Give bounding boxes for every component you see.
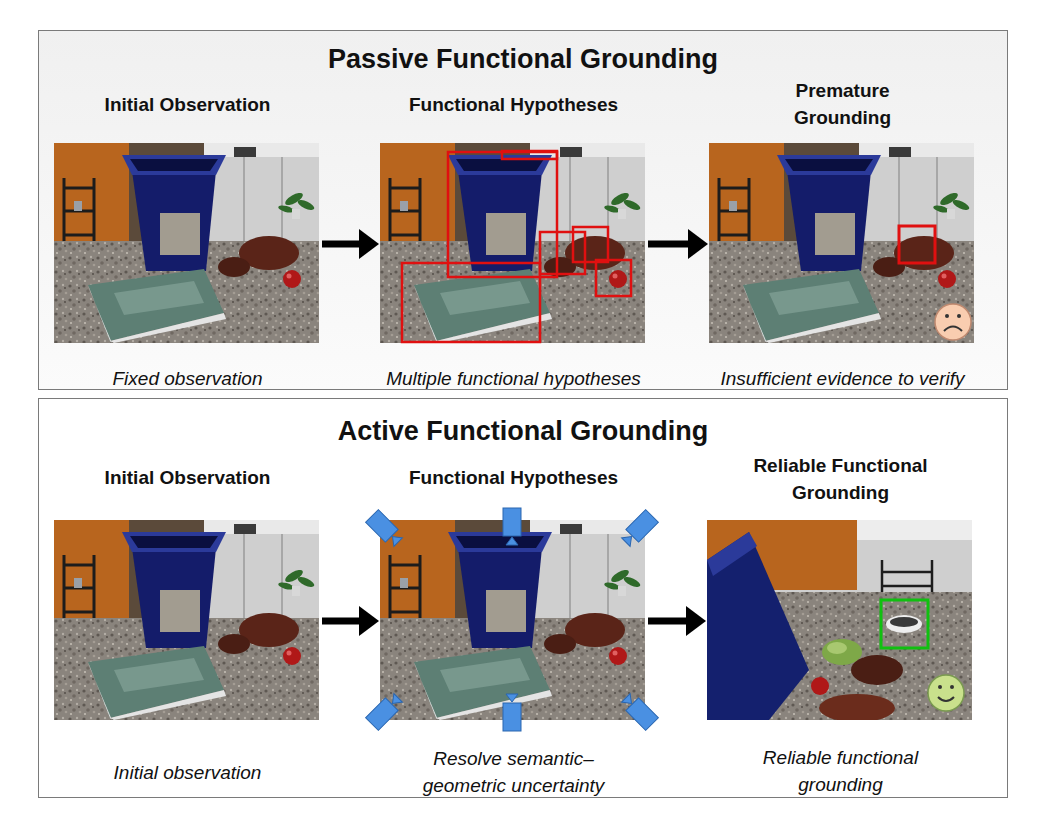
arrow-shaft — [322, 241, 359, 248]
image-frame: Functional HypothesesMultiple functional… — [381, 144, 646, 344]
grounded-box — [881, 600, 928, 648]
stage-caption: Initial observation — [38, 759, 338, 786]
top-scenes — [54, 143, 974, 343]
image-frame: Initial ObservationFixed observation — [55, 144, 320, 344]
scene-image — [707, 520, 972, 722]
section-panel: Active Functional GroundingInitial Obser… — [38, 398, 1008, 798]
stage-heading: Reliable Functional Grounding — [711, 452, 971, 506]
arrow-head — [686, 606, 706, 636]
stage-caption: Insufficient evidence to verify — [693, 365, 993, 392]
sad-face — [935, 304, 971, 340]
stage-caption: Multiple functional hypotheses — [364, 365, 664, 392]
scene-image — [380, 520, 645, 720]
arrow-head — [359, 229, 379, 259]
panel-title: Passive Functional Grounding — [39, 43, 1007, 75]
scene-image — [380, 143, 645, 343]
flow-arrow — [648, 229, 708, 259]
stage-heading: Initial Observation — [55, 91, 320, 118]
arrow-head — [359, 606, 379, 636]
stage-heading: Functional Hypotheses — [381, 91, 646, 118]
scene-image — [54, 520, 319, 720]
stage-heading: Premature Grounding — [758, 77, 928, 131]
scene-image — [54, 143, 319, 343]
flow-arrow — [322, 229, 379, 259]
arrow-shaft — [648, 618, 686, 625]
stage-caption: Reliable functional grounding — [741, 744, 941, 798]
bottom-scenes — [54, 520, 972, 722]
happy-face — [928, 675, 964, 711]
hypothesis-boxes — [402, 151, 631, 342]
scene-image — [709, 143, 974, 343]
arrow-head — [688, 229, 708, 259]
stage-heading: Functional Hypotheses — [381, 464, 646, 491]
panel-title: Active Functional Grounding — [39, 415, 1007, 447]
image-frame: Functional HypothesesResolve semantic–ge… — [381, 521, 646, 721]
section-panel: Passive Functional GroundingInitial Obse… — [38, 30, 1008, 390]
stage-heading: Initial Observation — [55, 464, 320, 491]
stage-caption: Resolve semantic–geometric uncertainty — [409, 745, 619, 799]
arrow-shaft — [322, 618, 359, 625]
stage-caption: Fixed observation — [38, 365, 338, 392]
flow-arrow — [322, 606, 379, 636]
arrow-shaft — [648, 241, 688, 248]
image-frame: Reliable Functional GroundingReliable fu… — [708, 521, 973, 721]
image-frame: Premature GroundingInsufficient evidence… — [710, 144, 975, 344]
premature-box — [899, 226, 935, 263]
image-frame: Initial ObservationInitial observation — [55, 521, 320, 721]
flow-arrow — [648, 606, 706, 636]
camera-icons — [366, 508, 659, 731]
